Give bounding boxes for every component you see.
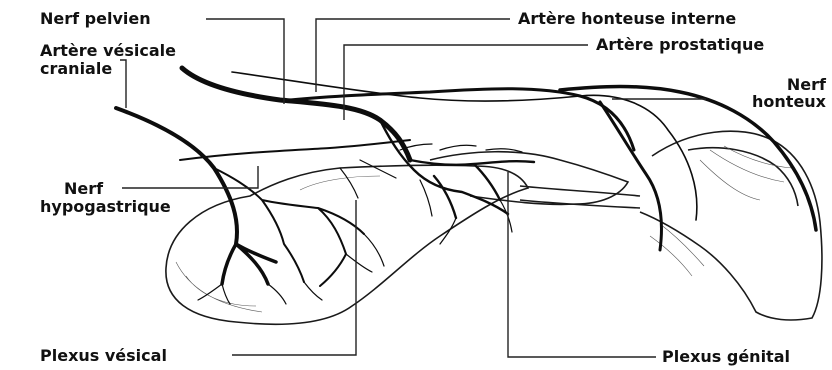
leader-artere-vesicale	[120, 60, 126, 108]
prostate-outline	[430, 152, 628, 205]
label-artere-vesicale-line1: Artère vésicale	[40, 42, 176, 60]
leader-artere-prostatique	[344, 45, 588, 120]
label-artere-prostatique: Artère prostatique	[596, 36, 764, 54]
leader-plexus-genital	[508, 172, 656, 357]
leader-plexus-vesical	[232, 200, 356, 355]
genital-plexus-network	[380, 120, 534, 218]
label-nerf-honteux-line2: honteux	[752, 93, 826, 111]
label-plexus-vesical: Plexus vésical	[40, 347, 167, 365]
label-plexus-genital: Plexus génital	[662, 348, 790, 366]
genital-shading	[650, 146, 792, 276]
bladder-shading	[176, 176, 380, 312]
leader-artere-honteuse	[316, 19, 510, 92]
vesical-plexus-main	[222, 244, 276, 284]
label-artere-vesicale-line2: craniale	[40, 60, 112, 78]
leader-nerf-hypogastrique	[122, 166, 258, 188]
label-artere-honteuse-interne: Artère honteuse interne	[518, 10, 736, 28]
pelvic-nerve-branch	[290, 89, 634, 150]
hypogastric-nerve	[116, 108, 237, 244]
genital-outline	[640, 131, 822, 320]
label-nerf-hypogastrique-line1: Nerf	[64, 180, 103, 198]
vesical-artery	[180, 140, 410, 160]
leader-nerf-pelvien	[206, 19, 284, 104]
genital-inner-outline	[688, 148, 798, 206]
label-nerf-pelvien: Nerf pelvien	[40, 10, 151, 28]
label-nerf-hypogastrique-line2: hypogastrique	[40, 198, 171, 216]
